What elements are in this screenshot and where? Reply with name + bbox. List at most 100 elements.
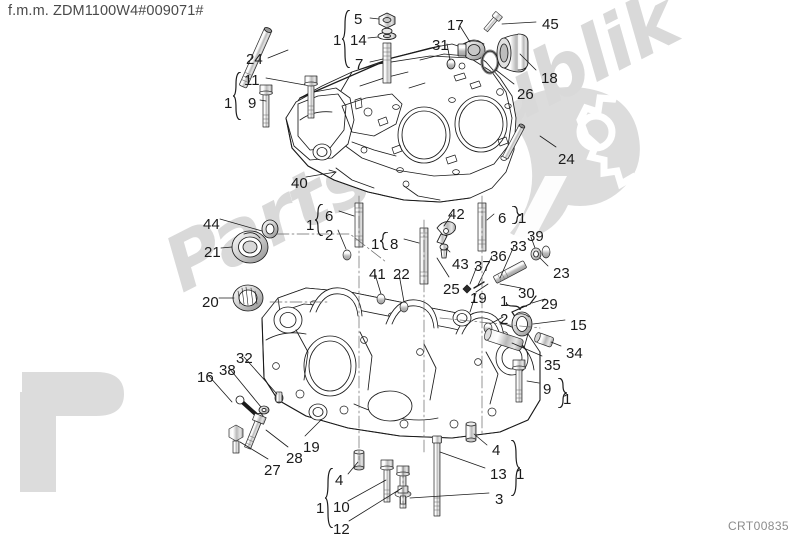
callout-6: 6 — [498, 210, 507, 227]
center-axes — [269, 195, 541, 507]
callout-9: 9 — [543, 381, 552, 398]
pin-32 — [274, 391, 284, 404]
callout-2: 2 — [325, 227, 334, 244]
callout-43: 43 — [452, 256, 469, 273]
callout-4: 4 — [492, 442, 501, 459]
callout-26: 26 — [517, 86, 534, 103]
leader-lines — [207, 17, 566, 522]
callout-27: 27 — [264, 462, 281, 479]
bracket-b-mid-2 — [379, 231, 389, 251]
tube-35 — [484, 328, 524, 351]
callout-4: 4 — [335, 472, 344, 489]
bolt-27 — [228, 424, 244, 454]
drawing-code: CRT00835 — [727, 519, 789, 533]
bearing-21 — [231, 230, 269, 264]
plug-assembly-17 — [457, 39, 486, 61]
callout-35: 35 — [544, 357, 561, 374]
bracket-b-bottom-2 — [509, 439, 521, 497]
callout-25: 25 — [443, 281, 460, 298]
callout-15: 15 — [570, 317, 587, 334]
bolt-9-left — [259, 84, 273, 128]
callout-24: 24 — [558, 151, 575, 168]
washer-14 — [377, 27, 397, 41]
oil-jet-42 — [436, 221, 456, 245]
page-title: f.m.m. ZDM1100W4#009071# — [8, 3, 204, 19]
callout-1: 1 — [224, 95, 233, 112]
bracket-b-mid-1 — [314, 203, 324, 237]
callout-6: 6 — [325, 208, 334, 225]
callout-29: 29 — [541, 296, 558, 313]
callout-18: 18 — [541, 70, 558, 87]
callout-2: 2 — [500, 311, 509, 328]
stud-24-right — [502, 123, 526, 160]
callout-40: 40 — [291, 175, 308, 192]
pin-31 — [446, 58, 456, 70]
bracket-b-mid-3 — [510, 205, 522, 225]
callout-1: 1 — [500, 293, 509, 310]
callout-39: 39 — [527, 228, 544, 245]
dowel-2-left — [342, 249, 352, 261]
callout-8: 8 — [390, 236, 399, 253]
callout-1: 1 — [333, 32, 342, 49]
callout-7: 7 — [355, 56, 364, 73]
callout-16: 16 — [197, 369, 214, 386]
dowel-4-right — [465, 421, 477, 443]
bush-34 — [534, 332, 555, 348]
callout-22: 22 — [393, 266, 410, 283]
callout-33: 33 — [510, 238, 527, 255]
bearing-20 — [232, 284, 264, 312]
lower-crankcase-half — [261, 287, 541, 439]
callout-34: 34 — [566, 345, 583, 362]
nut-23 — [541, 245, 551, 259]
shim-44 — [261, 219, 279, 239]
dowel-22 — [399, 301, 409, 313]
callout-1: 1 — [516, 466, 525, 483]
bracket-b-bottom-1 — [324, 467, 334, 529]
callout-9: 9 — [248, 95, 257, 112]
screw-45 — [483, 11, 503, 33]
callout-36: 36 — [490, 248, 507, 265]
callout-31: 31 — [432, 37, 449, 54]
stud-7 — [382, 42, 392, 84]
washer-38 — [258, 405, 270, 415]
callout-19: 19 — [303, 439, 320, 456]
bracket-b-right — [556, 377, 568, 409]
shaft-33 — [493, 260, 527, 284]
callout-23: 23 — [553, 265, 570, 282]
nut-5 — [378, 12, 396, 29]
callout-42: 42 — [448, 206, 465, 223]
callout-1: 1 — [371, 236, 380, 253]
pin-37 — [462, 284, 472, 294]
bolt-10 — [380, 459, 394, 503]
callout-1: 1 — [306, 217, 315, 234]
callout-10: 10 — [333, 499, 350, 516]
callout-1: 1 — [518, 210, 527, 227]
callout-41: 41 — [369, 266, 386, 283]
dowel-41 — [376, 293, 386, 305]
callout-19: 19 — [470, 290, 487, 307]
collar-39 — [530, 247, 542, 261]
callout-11: 11 — [244, 72, 260, 89]
cap-18 — [496, 33, 529, 73]
callout-20: 20 — [202, 294, 219, 311]
callout-1: 1 — [316, 500, 325, 517]
callout-30: 30 — [518, 285, 535, 302]
callout-32: 32 — [236, 350, 253, 367]
callout-24: 24 — [246, 51, 263, 68]
callout-45: 45 — [542, 16, 559, 33]
callout-21: 21 — [204, 244, 221, 261]
stud-24-top — [239, 27, 273, 89]
callout-17: 17 — [447, 17, 464, 34]
callout-3: 3 — [495, 491, 504, 508]
callout-14: 14 — [350, 32, 367, 49]
callout-38: 38 — [219, 362, 236, 379]
jet-43 — [439, 243, 449, 259]
callout-13: 13 — [490, 466, 507, 483]
callout-44: 44 — [203, 216, 220, 233]
callout-12: 12 — [333, 521, 350, 538]
callout-37: 37 — [474, 258, 491, 275]
bracket-b-top-center — [341, 9, 351, 69]
callout-1: 1 — [563, 391, 572, 408]
